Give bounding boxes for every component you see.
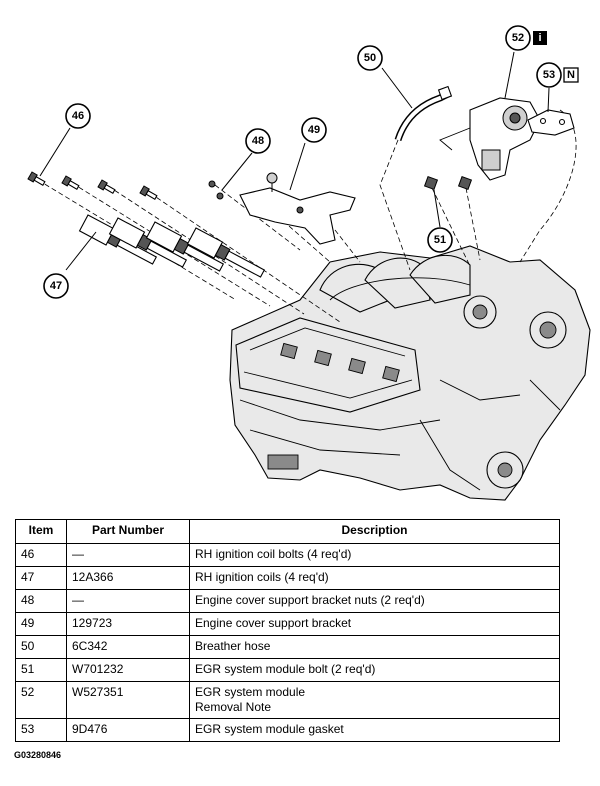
cell-description: Engine cover support bracket [189,612,560,636]
engine-assembly [229,245,591,501]
cell-part-number: 12A366 [66,566,190,590]
description-text: EGR system module [195,685,306,699]
coil-bolts [27,171,158,200]
cell-description: RH ignition coil bolts (4 req'd) [189,543,560,567]
callout-50: 50 [357,45,383,71]
table-row: 51 W701232 EGR system module bolt (2 req… [15,658,560,682]
svg-text:52: 52 [512,32,524,44]
callout-53: 53 N [536,62,579,88]
engine-cover-bracket [239,172,356,245]
info-badge-icon: i [538,32,541,44]
table-row: 49 129723 Engine cover support bracket [15,612,560,636]
cell-item: 50 [15,635,67,659]
callout-46: 46 [65,103,91,129]
svg-text:47: 47 [50,280,62,292]
cell-part-number: 129723 [66,612,190,636]
figure-code: G03280846 [14,750,62,760]
svg-text:51: 51 [434,234,446,246]
callout-47: 47 [43,273,69,299]
callout-48: 48 [245,128,271,154]
engine-exploded-diagram: 46 47 48 49 50 51 52 i 53 N [27,25,591,501]
breather-hose [394,85,453,142]
table-row: 48 — Engine cover support bracket nuts (… [15,589,560,613]
table-row: 53 9D476 EGR system module gasket [15,718,560,742]
ignition-coils [78,214,266,278]
svg-text:46: 46 [72,110,84,122]
cell-part-number: 9D476 [66,718,190,742]
cell-item: 51 [15,658,67,682]
callout-52: 52 i [505,25,547,51]
cell-part-number: — [66,589,190,613]
svg-text:53: 53 [543,69,555,81]
table-row: 47 12A366 RH ignition coils (4 req'd) [15,566,560,590]
svg-text:50: 50 [364,52,376,64]
cell-part-number: — [66,543,190,567]
svg-text:49: 49 [308,124,320,136]
table-row: 50 6C342 Breather hose [15,635,560,659]
cell-description: RH ignition coils (4 req'd) [189,566,560,590]
cell-item: 47 [15,566,67,590]
table-row: 52 W527351 EGR system module Removal Not… [15,681,560,719]
cell-description: Breather hose [189,635,560,659]
cell-description: EGR system module gasket [189,718,560,742]
callout-51: 51 [427,227,453,253]
cell-description: EGR system module bolt (2 req'd) [189,658,560,682]
cell-part-number: 6C342 [66,635,190,659]
header-item: Item [15,519,67,544]
parts-table: Item Part Number Description 46 — RH ign… [15,519,560,742]
cell-item: 46 [15,543,67,567]
cell-description: Engine cover support bracket nuts (2 req… [189,589,560,613]
cell-part-number: W527351 [66,681,190,719]
cell-item: 53 [15,718,67,742]
removal-note-link[interactable]: Removal Note [195,700,272,714]
egr-module [439,97,541,181]
table-row: 46 — RH ignition coil bolts (4 req'd) [15,543,560,567]
svg-text:48: 48 [252,135,264,147]
note-badge-icon: N [567,69,575,81]
header-description: Description [189,519,560,544]
cell-item: 49 [15,612,67,636]
bracket-nuts [208,180,224,200]
cell-description: EGR system module Removal Note [189,681,560,719]
leader-lines [39,51,550,271]
cell-part-number: W701232 [66,658,190,682]
header-part-number: Part Number [66,519,190,544]
callout-49: 49 [301,117,327,143]
table-header-row: Item Part Number Description [15,519,560,544]
egr-bolts [423,175,473,191]
cell-item: 52 [15,681,67,719]
cell-item: 48 [15,589,67,613]
